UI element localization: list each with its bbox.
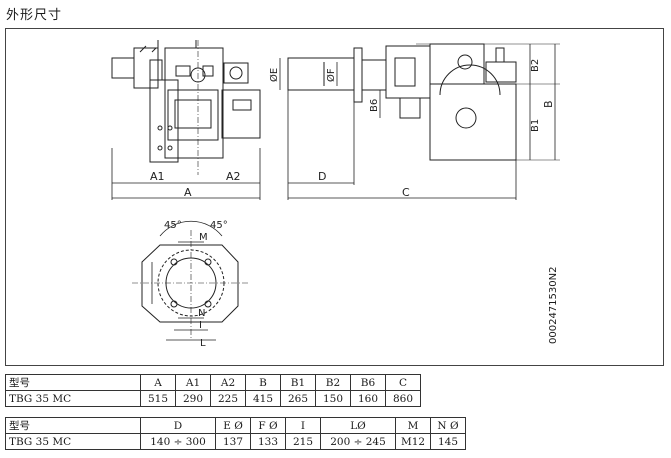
table-cell: 415	[245, 390, 281, 407]
dim-label-c: C	[402, 186, 410, 199]
table-cell: E Ø	[215, 417, 251, 434]
dim-label-a: A	[184, 186, 192, 199]
table-cell: M12	[395, 433, 431, 450]
dim-label-b1: B1	[530, 119, 541, 132]
dim-label-f: ØF	[325, 68, 337, 82]
flange-view	[132, 220, 250, 341]
table-cell: 515	[140, 390, 176, 407]
table-cell: B	[245, 374, 281, 391]
dim-label-e: ØE	[268, 68, 280, 82]
dim-label-b6: B6	[369, 99, 380, 112]
front-view	[111, 40, 261, 200]
dim-label-n: N	[198, 308, 205, 319]
dim-label-i: I	[199, 320, 202, 331]
table-cell: M	[395, 417, 431, 434]
dim-label-l: L	[200, 338, 206, 349]
dimension-table-2: 型号 D E Ø F Ø I LØ M N Ø TBG 35 MC 140 ÷ …	[5, 417, 466, 450]
table-cell: 型号	[5, 417, 141, 434]
table-cell: 215	[285, 433, 321, 450]
table-cell: TBG 35 MC	[5, 433, 141, 450]
dim-label-m: M	[199, 232, 208, 243]
table-cell: B6	[350, 374, 386, 391]
table-cell: 150	[315, 390, 351, 407]
dim-label-b2: B2	[530, 59, 541, 72]
table-cell: LØ	[320, 417, 396, 434]
dim-label-a1: A1	[150, 170, 165, 183]
table-cell: 860	[385, 390, 421, 407]
table-row: TBG 35 MC 140 ÷ 300 137 133 215 200 ÷ 24…	[5, 433, 466, 450]
table-cell: 140 ÷ 300	[140, 433, 216, 450]
table-cell: D	[140, 417, 216, 434]
dimension-table-1: 型号 A A1 A2 B B1 B2 B6 C TBG 35 MC 515 29…	[5, 374, 421, 407]
table-row: TBG 35 MC 515 290 225 415 265 150 160 86…	[5, 390, 421, 407]
side-view	[279, 43, 560, 200]
table-header-row: 型号 A A1 A2 B B1 B2 B6 C	[5, 374, 421, 391]
drawing-code: 0002471530N2	[548, 266, 559, 344]
dim-label-angle-2: 45°	[210, 220, 228, 231]
page-title: 外形尺寸	[6, 8, 63, 23]
table-cell: 225	[210, 390, 246, 407]
table-cell: TBG 35 MC	[5, 390, 141, 407]
table-cell: 160	[350, 390, 386, 407]
dim-label-a2: A2	[226, 170, 241, 183]
dim-label-d: D	[318, 170, 326, 183]
table-cell: A2	[210, 374, 246, 391]
table-cell: 290	[175, 390, 211, 407]
table-cell: N Ø	[430, 417, 466, 434]
table-cell: B2	[315, 374, 351, 391]
table-cell: F Ø	[250, 417, 286, 434]
table-cell: A	[140, 374, 176, 391]
dim-label-b: B	[542, 100, 555, 108]
table-cell: 145	[430, 433, 466, 450]
table-cell: 型号	[5, 374, 141, 391]
table-header-row: 型号 D E Ø F Ø I LØ M N Ø	[5, 417, 466, 434]
table-cell: 137	[215, 433, 251, 450]
table-cell: 200 ÷ 245	[320, 433, 396, 450]
table-cell: 133	[250, 433, 286, 450]
dimension-drawing-frame	[5, 28, 664, 366]
dimension-drawing: A1 A2 A D C ØE ØF B6 B2 B1 B 45° 45° M N…	[111, 40, 560, 349]
table-cell: 265	[280, 390, 316, 407]
table-cell: B1	[280, 374, 316, 391]
table-cell: I	[285, 417, 321, 434]
dim-label-angle-1: 45°	[164, 220, 182, 231]
table-cell: C	[385, 374, 421, 391]
table-cell: A1	[175, 374, 211, 391]
